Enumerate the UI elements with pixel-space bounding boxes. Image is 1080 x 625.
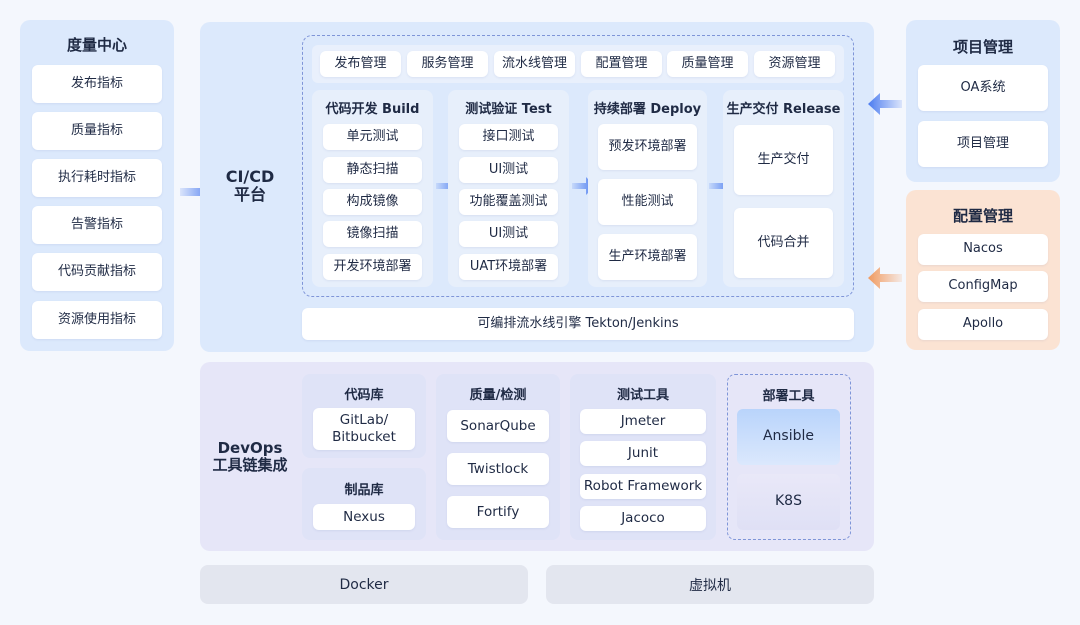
- test-tool-item[interactable]: Junit: [580, 441, 706, 466]
- cicd-label: CI/CD 平台: [214, 167, 286, 205]
- stage-item[interactable]: 接口测试: [459, 124, 558, 150]
- metric-item[interactable]: 质量指标: [32, 112, 162, 150]
- metric-item[interactable]: 代码贡献指标: [32, 253, 162, 291]
- stage-item[interactable]: 构成镜像: [323, 189, 422, 215]
- cicd-label-line1: CI/CD: [225, 167, 275, 186]
- ansible-item[interactable]: Ansible: [737, 409, 840, 465]
- artifact-repo-title: 制品库: [344, 483, 384, 498]
- config-panel: 配置管理 Nacos ConfigMap Apollo: [906, 190, 1060, 350]
- config-item[interactable]: ConfigMap: [918, 271, 1048, 302]
- quality-title: 质量/检测: [469, 388, 527, 403]
- quality-item[interactable]: Fortify: [447, 496, 549, 528]
- stage-item[interactable]: UI测试: [459, 157, 558, 183]
- config-item[interactable]: Nacos: [918, 234, 1048, 265]
- code-repo-title: 代码库: [344, 388, 384, 403]
- stage-item[interactable]: 性能测试: [598, 179, 697, 225]
- arrow-left-icon: [868, 267, 902, 289]
- stage-item[interactable]: 镜像扫描: [323, 221, 422, 247]
- metric-item[interactable]: 告警指标: [32, 206, 162, 244]
- metric-item[interactable]: 执行耗时指标: [32, 159, 162, 197]
- cicd-label-line2: 平台: [233, 185, 266, 205]
- stage-title: 生产交付 Release: [726, 102, 841, 117]
- tab-service-mgmt[interactable]: 服务管理: [407, 51, 488, 77]
- devops-label-line1: DevOps: [217, 439, 283, 457]
- k8s-item[interactable]: K8S: [737, 474, 840, 530]
- vm-bar[interactable]: 虚拟机: [546, 565, 874, 604]
- stage-item[interactable]: 单元测试: [323, 124, 422, 150]
- stage-deploy: 持续部署 Deploy 预发环境部署 性能测试 生产环境部署: [588, 90, 707, 287]
- stage-item[interactable]: 开发环境部署: [323, 254, 422, 280]
- test-tools-box: 测试工具 Jmeter Junit Robot Framework Jacoco: [570, 374, 716, 540]
- code-repo-box: 代码库 GitLab/ Bitbucket: [302, 374, 426, 458]
- deploy-tools-box: 部署工具 Ansible K8S: [727, 374, 851, 540]
- stage-item[interactable]: 生产环境部署: [598, 234, 697, 280]
- project-item[interactable]: OA系统: [918, 65, 1048, 111]
- tab-pipeline-mgmt[interactable]: 流水线管理: [494, 51, 575, 77]
- artifact-repo-box: 制品库 Nexus: [302, 468, 426, 540]
- nexus-item[interactable]: Nexus: [313, 504, 415, 530]
- docker-bar[interactable]: Docker: [200, 565, 528, 604]
- metrics-panel: 度量中心 发布指标 质量指标 执行耗时指标 告警指标 代码贡献指标 资源使用指标: [20, 20, 174, 351]
- project-panel: 项目管理 OA系统 项目管理: [906, 20, 1060, 182]
- test-tool-item[interactable]: Jacoco: [580, 506, 706, 531]
- stage-release: 生产交付 Release 生产交付 代码合并: [723, 90, 844, 287]
- stage-item[interactable]: 代码合并: [734, 208, 833, 278]
- tab-resource-mgmt[interactable]: 资源管理: [754, 51, 835, 77]
- stage-item[interactable]: UI测试: [459, 221, 558, 247]
- test-tools-title: 测试工具: [616, 388, 669, 403]
- quality-item[interactable]: Twistlock: [447, 453, 549, 485]
- project-title: 项目管理: [952, 38, 1013, 56]
- stage-item[interactable]: 功能覆盖测试: [459, 189, 558, 215]
- metrics-title: 度量中心: [66, 36, 127, 54]
- quality-item[interactable]: SonarQube: [447, 410, 549, 442]
- arrow-left-icon: [868, 93, 902, 115]
- test-tool-item[interactable]: Jmeter: [580, 409, 706, 434]
- gitlab-item[interactable]: GitLab/ Bitbucket: [313, 408, 415, 450]
- metric-item[interactable]: 资源使用指标: [32, 301, 162, 339]
- config-item[interactable]: Apollo: [918, 309, 1048, 340]
- stage-item[interactable]: 生产交付: [734, 125, 833, 195]
- devops-label: DevOps 工具链集成: [208, 439, 292, 475]
- tab-release-mgmt[interactable]: 发布管理: [320, 51, 401, 77]
- project-item[interactable]: 项目管理: [918, 121, 1048, 167]
- deploy-tools-title: 部署工具: [762, 389, 815, 404]
- stage-item[interactable]: 静态扫描: [323, 157, 422, 183]
- stage-item[interactable]: 预发环境部署: [598, 124, 697, 170]
- stage-title: 代码开发 Build: [325, 102, 420, 117]
- tab-quality-mgmt[interactable]: 质量管理: [667, 51, 748, 77]
- config-title: 配置管理: [952, 207, 1013, 225]
- stage-test: 测试验证 Test 接口测试 UI测试 功能覆盖测试 UI测试 UAT环境部署: [448, 90, 569, 287]
- stage-build: 代码开发 Build 单元测试 静态扫描 构成镜像 镜像扫描 开发环境部署: [312, 90, 433, 287]
- quality-box: 质量/检测 SonarQube Twistlock Fortify: [436, 374, 560, 540]
- pipeline-engine-bar[interactable]: 可编排流水线引擎 Tekton/Jenkins: [302, 308, 854, 340]
- stage-title: 测试验证 Test: [465, 102, 552, 117]
- test-tool-item[interactable]: Robot Framework: [580, 474, 706, 499]
- stage-title: 持续部署 Deploy: [593, 102, 702, 117]
- devops-label-line2: 工具链集成: [212, 456, 288, 475]
- metric-item[interactable]: 发布指标: [32, 65, 162, 103]
- pipeline-area: [302, 35, 854, 297]
- stage-item[interactable]: UAT环境部署: [459, 254, 558, 280]
- tab-config-mgmt[interactable]: 配置管理: [581, 51, 662, 77]
